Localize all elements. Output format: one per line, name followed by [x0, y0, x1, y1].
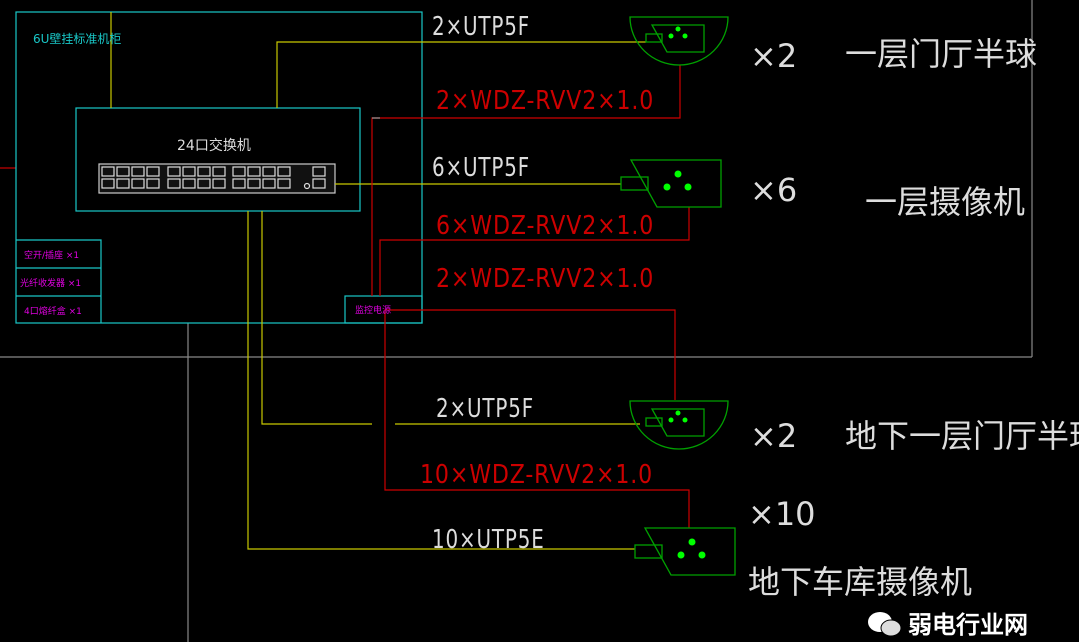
power-cable-label: 10×WDZ-RVV2×1.0	[420, 460, 654, 490]
count-label: ×2	[750, 417, 798, 455]
cabinet-item: 空开/插座 ×1	[24, 251, 80, 261]
ethernet-port	[116, 178, 130, 189]
watermark: 弱电行业网	[908, 611, 1028, 639]
dome-camera-icon	[629, 400, 729, 450]
ethernet-port	[131, 178, 145, 189]
cabinet-item: 光纤收发器 ×1	[20, 279, 82, 289]
ethernet-port	[182, 178, 196, 189]
ethernet-port	[232, 166, 246, 177]
dome-camera-icon	[629, 16, 729, 66]
data-cable-label: 2×UTP5F	[432, 12, 531, 42]
ethernet-port	[212, 166, 226, 177]
data-cables	[110, 12, 646, 550]
count-label: ×10	[748, 495, 816, 533]
box-camera-icon	[634, 527, 736, 576]
box-camera-icon	[620, 159, 722, 208]
ethernet-port	[232, 178, 246, 189]
ethernet-port	[131, 166, 145, 177]
data-cable-label: 6×UTP5F	[432, 153, 531, 183]
ethernet-port	[212, 178, 226, 189]
ethernet-port	[167, 178, 181, 189]
count-label: ×6	[750, 171, 798, 209]
uplink-port	[312, 166, 326, 177]
location-label: 一层摄像机	[865, 183, 1026, 221]
data-cable-label: 2×UTP5F	[436, 394, 535, 424]
location-label: 地下车库摄像机	[748, 563, 973, 601]
count-label: ×2	[750, 37, 798, 75]
ethernet-port	[167, 166, 181, 177]
ethernet-port	[116, 166, 130, 177]
switch-frame	[75, 107, 361, 212]
location-label: 一层门厅半球	[845, 35, 1038, 73]
cabinet-item: 4口熔纤盒 ×1	[24, 307, 82, 317]
ethernet-port	[101, 178, 115, 189]
ethernet-port	[247, 178, 261, 189]
ethernet-port	[277, 166, 291, 177]
uplink-port	[312, 178, 326, 189]
ethernet-port	[262, 166, 276, 177]
ethernet-port	[197, 178, 211, 189]
ethernet-port	[197, 166, 211, 177]
location-label: 地下一层门厅半球	[845, 417, 1079, 455]
ethernet-port	[182, 166, 196, 177]
grid-lines	[0, 0, 1033, 642]
ethernet-port	[101, 166, 115, 177]
cabinet-frame	[15, 11, 423, 324]
cabinet-item-boxes	[16, 239, 102, 323]
ethernet-port	[146, 166, 160, 177]
wechat-logo-icon	[866, 610, 902, 638]
switch-title: 24口交换机	[177, 138, 251, 154]
cabinet-title: 6U壁挂标准机柜	[33, 32, 122, 46]
power-cable-label: 6×WDZ-RVV2×1.0	[436, 211, 655, 241]
power-cable-label: 2×WDZ-RVV2×1.0	[436, 86, 655, 116]
ethernet-port	[247, 166, 261, 177]
power-cables	[371, 65, 690, 528]
ethernet-port	[277, 178, 291, 189]
data-cable-label: 10×UTP5E	[432, 525, 545, 555]
ethernet-port	[146, 178, 160, 189]
ethernet-port	[262, 178, 276, 189]
power-cable-label: 2×WDZ-RVV2×1.0	[436, 264, 655, 294]
power-label: 监控电源	[355, 306, 392, 316]
console-port	[303, 182, 311, 190]
